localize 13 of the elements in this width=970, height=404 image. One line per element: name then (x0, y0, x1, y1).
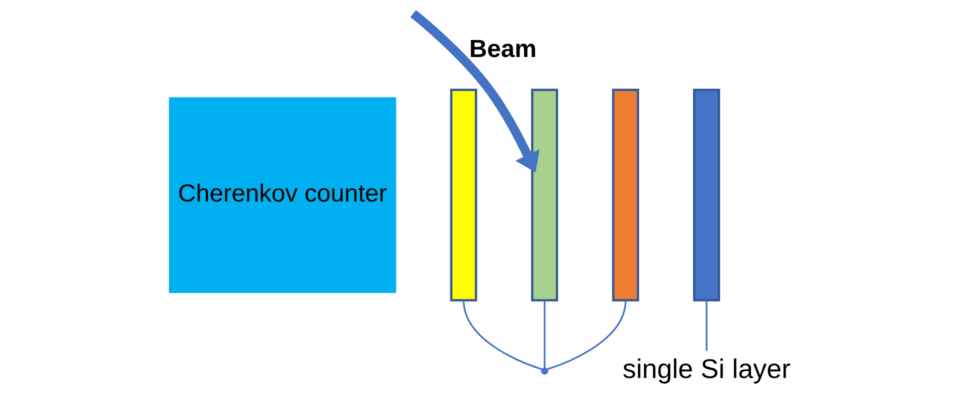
node-box: Cherenkov counter (168, 97, 396, 293)
node-point (541, 368, 548, 375)
connector (546, 300, 626, 370)
connector (462, 300, 543, 370)
node-bar (693, 88, 720, 302)
edge-label: Beam (469, 36, 537, 63)
node-bar (450, 88, 478, 302)
node-text: single Si layer (622, 354, 791, 384)
node-bar (612, 88, 640, 302)
connector (544, 300, 546, 368)
arrow (410, 10, 540, 172)
node-bar (531, 88, 558, 302)
connector (706, 300, 708, 351)
